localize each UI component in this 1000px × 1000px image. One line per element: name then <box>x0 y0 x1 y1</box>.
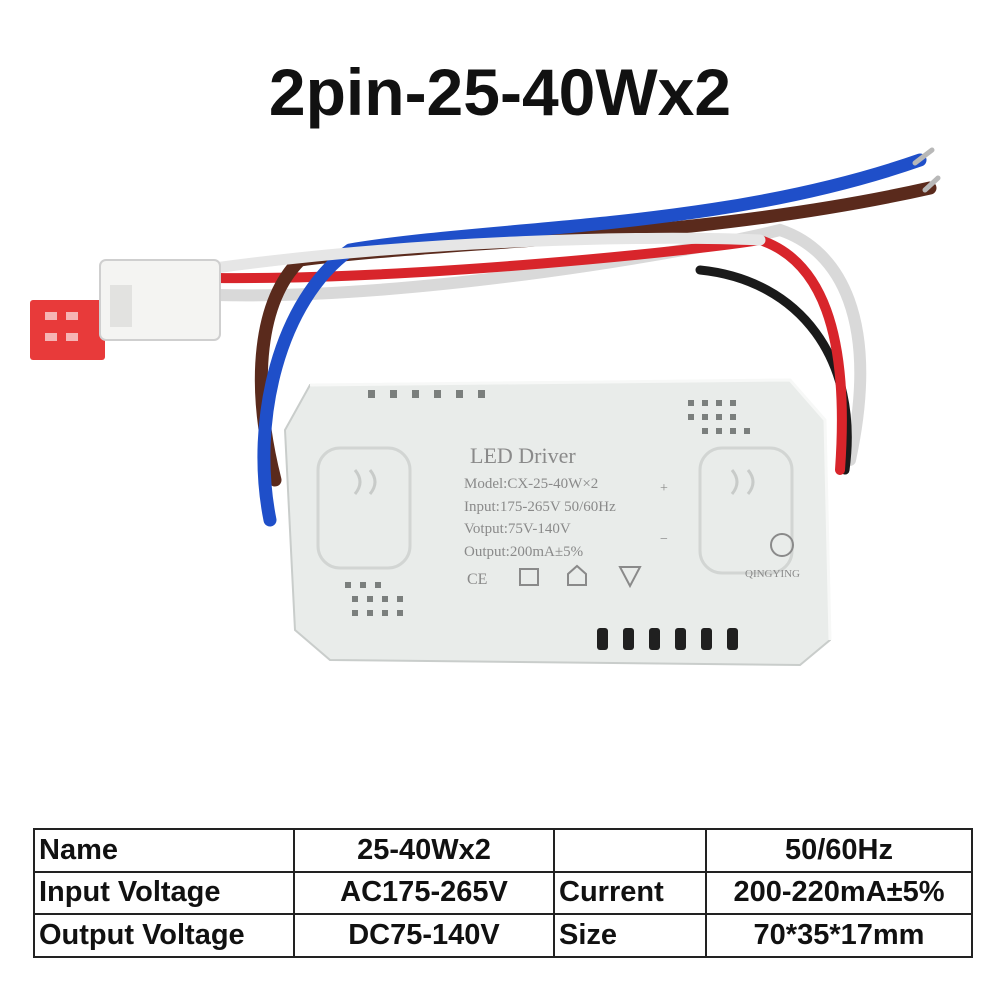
page-title: 2pin-25-40Wx2 <box>268 55 732 129</box>
driver-case: LED Driver Model:CX-25-40W×2 Input:175-2… <box>283 378 832 667</box>
label-model: Model:CX-25-40W×2 <box>464 476 598 492</box>
wire-end-strands <box>912 147 941 193</box>
connector <box>30 259 221 360</box>
led-driver-product-image: LED Driver Model:CX-25-40W×2 Input:175-2… <box>30 147 941 667</box>
ce-mark: CE <box>467 571 487 588</box>
indoor-use-icon <box>567 564 587 586</box>
spec-table: Name 25-40Wx2 50/60Hz Input Voltage AC17… <box>33 828 973 958</box>
brand-logo-icon <box>770 533 794 557</box>
spec-value-frequency: 50/60Hz <box>705 828 973 873</box>
table-row: Name 25-40Wx2 50/60Hz <box>33 828 973 873</box>
label-input: Input:175-265V 50/60Hz <box>464 499 616 515</box>
brand-name: QINGYING <box>745 568 800 580</box>
table-row: Input Voltage AC175-265V Current 200-220… <box>33 870 973 916</box>
double-insulation-icon <box>519 568 539 586</box>
wire-bundle <box>209 147 941 527</box>
spec-label-output-voltage: Output Voltage <box>33 913 295 958</box>
wire-blue-main <box>257 153 927 527</box>
label-output: Output:200mA±5% <box>464 544 583 560</box>
label-votput: Votput:75V-140V <box>464 521 571 537</box>
table-row: Output Voltage DC75-140V Size 70*35*17mm <box>33 913 973 958</box>
wire-white-top <box>209 232 766 274</box>
terminal-minus-mark: − <box>660 532 668 547</box>
wire-black <box>695 265 852 475</box>
f-mark-icon <box>618 566 642 589</box>
spec-value-input-voltage: AC175-265V <box>293 870 555 916</box>
terminal-plus-mark: + <box>660 481 668 496</box>
spec-value-current: 200-220mA±5% <box>705 870 973 916</box>
spec-label-size: Size <box>553 913 707 958</box>
spec-label-empty <box>553 828 707 873</box>
spec-value-name: 25-40Wx2 <box>293 828 555 873</box>
spec-value-output-voltage: DC75-140V <box>293 913 555 958</box>
spec-value-size: 70*35*17mm <box>705 913 973 958</box>
spec-label-current: Current <box>553 870 707 916</box>
spec-label-name: Name <box>33 828 295 873</box>
label-heading: LED Driver <box>470 443 576 468</box>
spec-label-input-voltage: Input Voltage <box>33 870 295 916</box>
